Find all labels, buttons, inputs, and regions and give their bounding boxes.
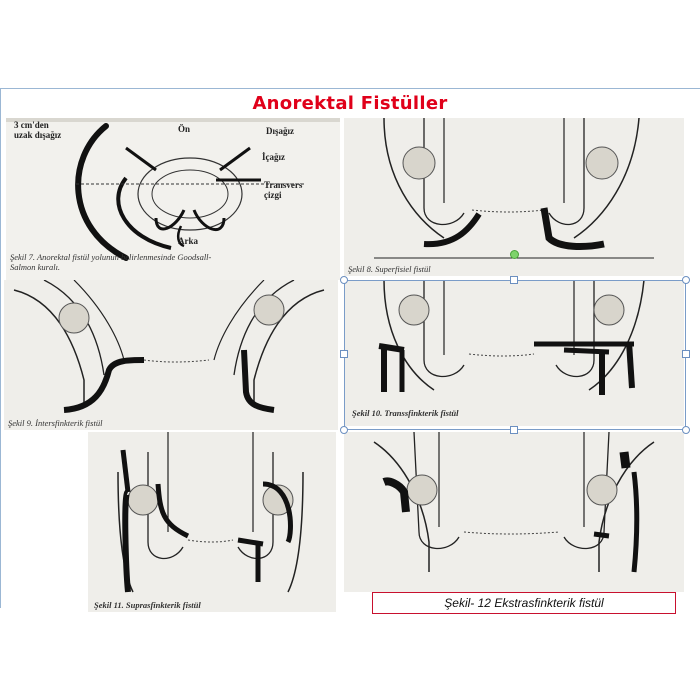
caption-fig9: Şekil 9. İntersfinkterik fistül <box>8 418 103 428</box>
resize-handle-left[interactable] <box>340 350 348 358</box>
selection-frame[interactable] <box>344 280 686 430</box>
caption-fig11: Şekil 11. Suprasfinkterik fistül <box>94 600 201 610</box>
frame-line-left <box>0 88 1 608</box>
label-distance-2: uzak dışağız <box>14 130 62 140</box>
frame-line-top <box>0 88 700 89</box>
resize-handle-bottom[interactable] <box>510 426 518 434</box>
caption-fig8: Şekil 8. Superfisiel fistül <box>348 264 431 274</box>
fig9-illustration <box>13 280 325 413</box>
label-outer-opening: Dışağız <box>266 126 294 136</box>
caption-fig10: Şekil 10. Transsfinkterik fistül <box>352 408 459 418</box>
label-inner-opening: İçağız <box>262 152 285 162</box>
fig8-illustration <box>374 118 654 259</box>
fig10-panel: Şekil 10. Transsfinkterik fistül <box>344 280 684 426</box>
slide-title: Anorektal Fistüller <box>252 93 448 114</box>
fig9-panel: Şekil 9. İntersfinkterik fistül <box>4 280 338 430</box>
label-transverse-2: çizgi <box>264 190 282 200</box>
fig10-illustration <box>378 280 645 395</box>
resize-handle-bottom-left[interactable] <box>340 426 348 434</box>
caption-fig7-line2: Salmon kuralı. <box>10 262 61 272</box>
resize-handle-right[interactable] <box>682 350 690 358</box>
resize-handle-top[interactable] <box>510 276 518 284</box>
label-front: Ön <box>178 124 191 134</box>
resize-handle-bottom-right[interactable] <box>682 426 690 434</box>
goodsall-diagram-panel: 3 cm'den uzak dışağız Ön Dışağız İçağız … <box>6 118 340 280</box>
label-back: Arka <box>178 236 198 246</box>
fig11-illustration <box>117 432 304 593</box>
resize-handle-top-right[interactable] <box>682 276 690 284</box>
rotate-handle[interactable] <box>510 250 519 259</box>
fig8-panel: Şekil 8. Superfisiel fistül <box>344 118 684 276</box>
caption-fig12: Şekil- 12 Ekstrasfinkterik fistül <box>372 592 676 614</box>
fig12-illustration <box>373 432 655 573</box>
label-distance: 3 cm'den <box>14 120 49 130</box>
caption-fig7: Şekil 7. Anorektal fistül yolunun belirl… <box>10 252 212 262</box>
resize-handle-top-left[interactable] <box>340 276 348 284</box>
fig12-panel <box>344 432 684 592</box>
goodsall-diagram <box>6 118 340 261</box>
label-transverse: Transvers <box>264 180 303 190</box>
fig11-panel: Şekil 11. Suprasfinkterik fistül <box>88 432 336 612</box>
